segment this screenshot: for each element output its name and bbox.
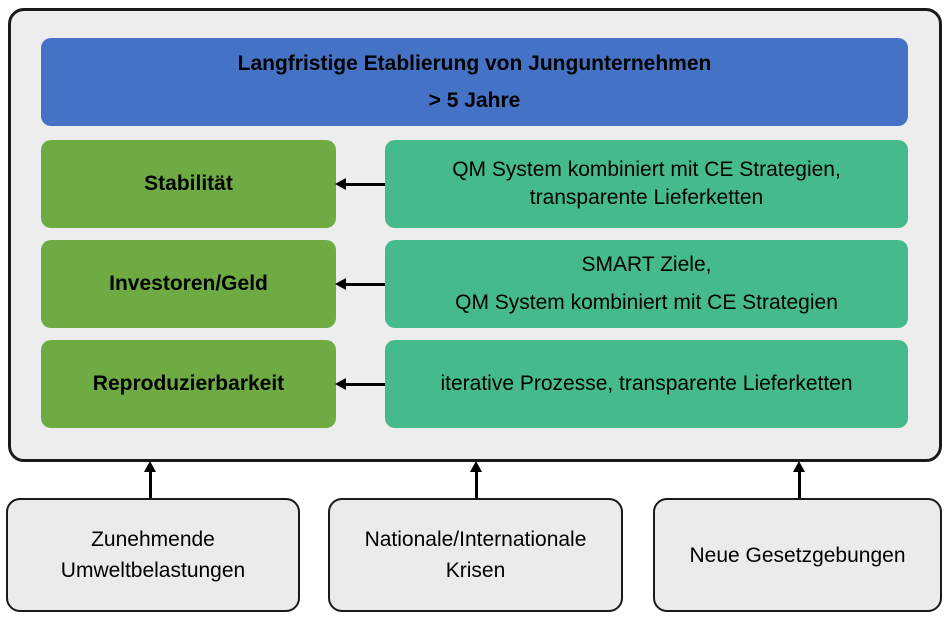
up-arrow-head-icon bbox=[144, 461, 156, 472]
factor-label-line: Zunehmende bbox=[91, 528, 215, 551]
factor-box-crises: Nationale/Internationale Krisen bbox=[328, 498, 623, 612]
goal-label: Reproduzierbarkeit bbox=[92, 372, 285, 395]
factor-to-panel-arrow-line-2 bbox=[475, 471, 478, 498]
goal-box-reproducibility: Reproduzierbarkeit bbox=[41, 340, 336, 428]
goal-label: Investoren/Geld bbox=[109, 272, 268, 295]
left-arrow-head-icon bbox=[335, 378, 346, 390]
measure-line: QM System kombiniert mit CE Strategien bbox=[455, 291, 838, 314]
left-arrow-head-icon bbox=[335, 278, 346, 290]
measure-box-stability: QM System kombiniert mit CE Strategien, … bbox=[385, 140, 908, 228]
measure-line: transparente Lieferketten bbox=[529, 186, 764, 209]
up-arrow-head-icon bbox=[793, 461, 805, 472]
measure-line: iterative Prozesse, transparente Lieferk… bbox=[440, 372, 853, 395]
measure-line: QM System kombiniert mit CE Strategien, bbox=[452, 158, 841, 181]
factor-to-panel-arrow-line-3 bbox=[798, 471, 801, 498]
up-arrow-head-icon bbox=[470, 461, 482, 472]
measure-line: SMART Ziele, bbox=[581, 253, 712, 276]
measure-to-goal-arrow-line-1 bbox=[345, 183, 385, 186]
factor-box-environmental-impact: Zunehmende Umweltbelastungen bbox=[6, 498, 300, 612]
main-goal-box: Langfristige Etablierung von Jungunterne… bbox=[41, 38, 908, 126]
goal-label: Stabilität bbox=[144, 172, 233, 195]
goal-box-investors: Investoren/Geld bbox=[41, 240, 336, 328]
measure-box-investors: SMART Ziele, QM System kombiniert mit CE… bbox=[385, 240, 908, 328]
factor-label-line: Neue Gesetzgebungen bbox=[689, 543, 906, 567]
measure-box-reproducibility: iterative Prozesse, transparente Lieferk… bbox=[385, 340, 908, 428]
measure-to-goal-arrow-line-2 bbox=[345, 283, 385, 286]
factor-label-line: Umweltbelastungen bbox=[60, 559, 246, 582]
main-goal-duration: > 5 Jahre bbox=[428, 89, 521, 112]
factor-label-line: Nationale/Internationale bbox=[364, 528, 587, 551]
goal-box-stability: Stabilität bbox=[41, 140, 336, 228]
factor-box-legislation: Neue Gesetzgebungen bbox=[653, 498, 942, 612]
factor-label-line: Krisen bbox=[445, 559, 506, 582]
left-arrow-head-icon bbox=[335, 178, 346, 190]
main-goal-title: Langfristige Etablierung von Jungunterne… bbox=[237, 52, 712, 75]
factor-to-panel-arrow-line-1 bbox=[149, 471, 152, 498]
measure-to-goal-arrow-line-3 bbox=[345, 383, 385, 386]
